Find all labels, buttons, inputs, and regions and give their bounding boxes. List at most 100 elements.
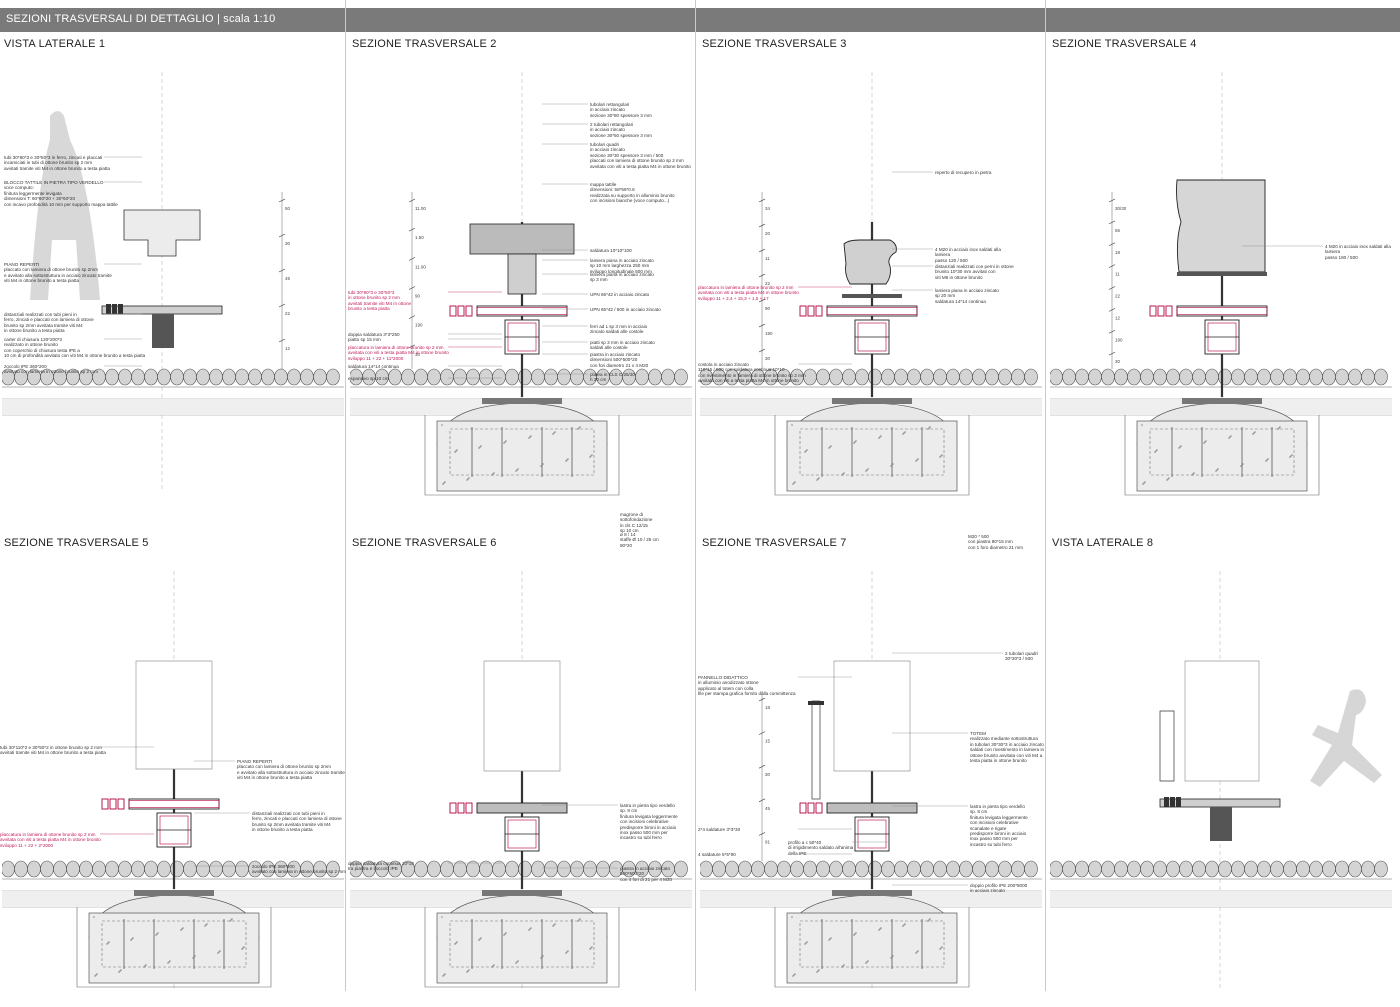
aggregate-dot — [806, 941, 808, 943]
aggregate-dot — [455, 450, 457, 452]
annotation-note: espansivo sp 10 cm — [348, 376, 389, 381]
pebble — [1088, 368, 1102, 386]
section-drawing — [1050, 571, 1392, 991]
pebble — [894, 860, 908, 878]
pebble — [1348, 368, 1362, 386]
pebble — [700, 860, 713, 878]
aggregate-dot — [1178, 447, 1180, 449]
dimension-label: 18 — [1115, 250, 1121, 255]
aggregate-dot — [529, 436, 531, 438]
steel-plate — [1177, 272, 1267, 276]
annotation-note: PIANO REPERTI placcato con lamiera di ot… — [237, 759, 345, 781]
pebble — [959, 860, 973, 878]
tube-end — [807, 305, 815, 317]
annotation-note: zoccolo IPE 360*200 avvitato con lamiera… — [252, 864, 346, 875]
pebble — [235, 368, 249, 386]
aggregate-dot — [565, 952, 567, 954]
aggregate-dot — [878, 929, 880, 931]
tube-end — [799, 305, 807, 317]
pebble — [557, 368, 571, 386]
tube-group — [799, 305, 918, 355]
pebble — [544, 368, 558, 386]
dimension-tick — [1108, 264, 1116, 268]
stone-totem — [483, 660, 561, 772]
rebar-cage — [449, 920, 595, 968]
aggregate-dot — [1143, 482, 1145, 484]
aggregate-dot — [940, 455, 942, 457]
aggregate-dot — [230, 919, 232, 921]
tube-end — [815, 802, 823, 814]
dimension-label: 11 — [765, 256, 770, 261]
aggregate-dot — [854, 441, 856, 443]
base-plate — [134, 890, 214, 896]
aggregate-dot — [1266, 459, 1268, 461]
aggregate-dot — [492, 965, 494, 967]
pebble — [998, 368, 1012, 386]
aggregate-dot — [578, 919, 580, 921]
aggregate-dot — [219, 950, 221, 952]
dimension-label: 90 — [415, 294, 421, 299]
pebble — [946, 368, 960, 386]
dimension-tick — [758, 798, 766, 803]
pebble — [959, 368, 973, 386]
aggregate-dot — [167, 962, 169, 964]
pebble — [751, 860, 765, 878]
annotation-note: carter di chiusura 120*200*3 realizzato … — [4, 337, 146, 359]
dimension-tick — [758, 348, 766, 353]
aggregate-dot — [132, 937, 134, 939]
annotation-note: M20 * 500 con piastra 80*15 mm con 1 for… — [968, 534, 1023, 550]
tube-end — [799, 802, 807, 814]
aggregate-dot — [1277, 428, 1279, 430]
pebble — [648, 368, 662, 386]
aggregate-dot — [552, 433, 554, 435]
dimension-label: 1.50 — [415, 235, 424, 240]
aggregate-dot — [927, 920, 929, 922]
dimension-tick — [758, 248, 766, 253]
aggregate-dot — [915, 952, 917, 954]
stone-totem — [135, 660, 213, 770]
aggregate-dot — [941, 454, 943, 456]
annotation-note: lamiera piana in acciaio zincato sp 3 mm — [590, 272, 654, 283]
dimension-tick — [408, 315, 416, 319]
aggregate-dot — [891, 956, 893, 958]
tube-end — [101, 798, 109, 810]
aggregate-dot — [891, 464, 893, 466]
pebble — [40, 860, 54, 878]
dimension-tick — [1108, 329, 1116, 334]
horizontal-tube — [476, 802, 568, 814]
aggregate-dot — [853, 442, 855, 444]
aggregate-dot — [915, 460, 917, 462]
pebble — [985, 860, 999, 878]
base-plate — [832, 398, 912, 404]
aggregate-dot — [503, 934, 505, 936]
dimension-label: 190 — [765, 331, 773, 336]
aggregate-dot — [939, 948, 941, 950]
aggregate-dot — [902, 925, 904, 927]
aggregate-dot — [890, 465, 892, 467]
aggregate-dot — [854, 933, 856, 935]
pebble — [27, 860, 41, 878]
aggregate-dot — [540, 957, 542, 959]
aggregate-dot — [493, 472, 495, 474]
pebble — [196, 860, 210, 878]
pebble — [1205, 860, 1219, 878]
dimension-tick — [758, 731, 766, 735]
aggregate-dot — [505, 440, 507, 442]
pebble — [1322, 860, 1336, 878]
pebble — [1296, 368, 1310, 386]
tube-group — [799, 802, 918, 852]
aggregate-dot — [144, 965, 146, 967]
dimension-label: 90 — [765, 306, 771, 311]
aggregate-dot — [818, 969, 820, 971]
trench-outline — [774, 415, 970, 496]
aggregate-dot — [879, 436, 881, 438]
annotation-note: PIANO REPERTI placcato con lamiera di ot… — [4, 262, 112, 284]
aggregate-dot — [928, 427, 930, 429]
aggregate-dot — [939, 456, 941, 458]
pebble — [453, 860, 467, 878]
aggregate-dot — [444, 973, 446, 975]
dimension-tick — [278, 198, 286, 203]
pebble — [53, 860, 67, 878]
